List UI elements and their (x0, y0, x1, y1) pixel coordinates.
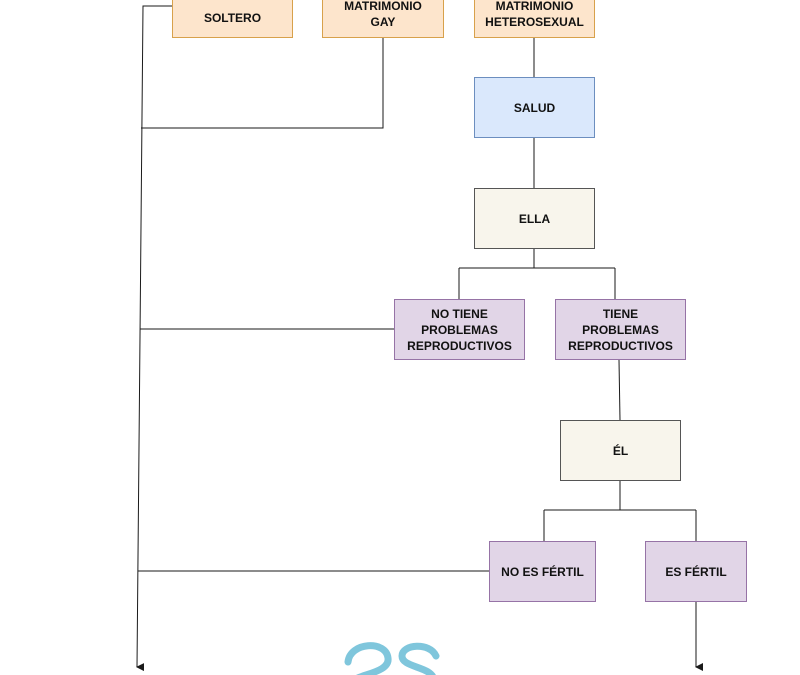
node-soltero: SOLTERO (172, 0, 293, 38)
connector-gay-trunk (141, 38, 384, 129)
node-no-tiene-problemas: NO TIENE PROBLEMAS REPRODUCTIVOS (394, 299, 525, 360)
node-ella: ELLA (474, 188, 595, 249)
connector-soltero-trunk (136, 5, 172, 672)
node-tiene-problemas: TIENE PROBLEMAS REPRODUCTIVOS (555, 299, 686, 360)
logo-mark (340, 636, 450, 675)
connector-el-split (543, 481, 697, 541)
node-matrimonio-heterosexual: MATRIMONIO HETEROSEXUAL (474, 0, 595, 38)
node-salud: SALUD (474, 77, 595, 138)
connector-tiene-el (618, 359, 621, 421)
node-el: ÉL (560, 420, 681, 481)
connector-ella-split (458, 249, 616, 299)
node-matrimonio-gay: MATRIMONIO GAY (322, 0, 444, 38)
node-no-es-fertil: NO ES FÉRTIL (489, 541, 596, 602)
node-es-fertil: ES FÉRTIL (645, 541, 747, 602)
